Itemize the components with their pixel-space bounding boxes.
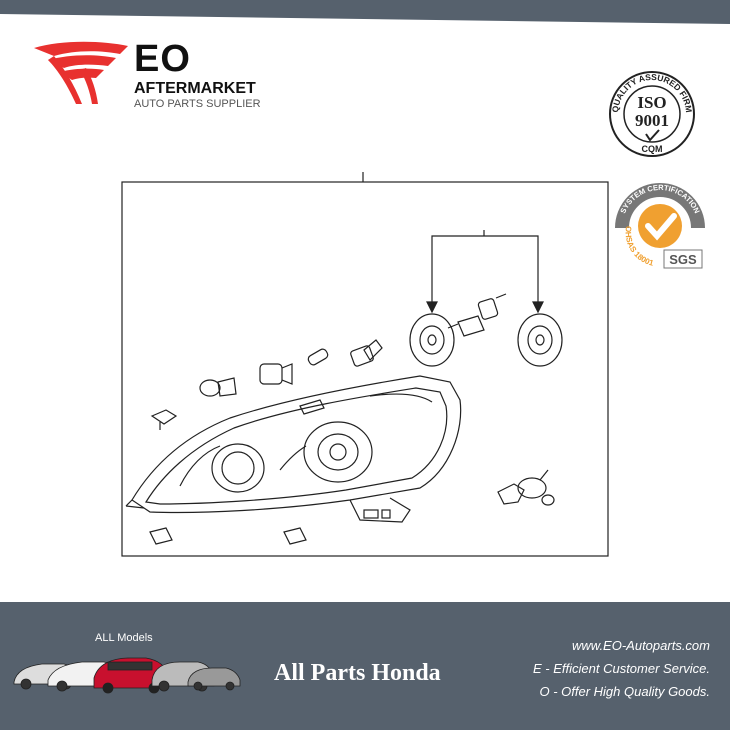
bulb-socket-icon — [259, 363, 293, 385]
slogan-o: O - Offer High Quality Goods. — [539, 684, 710, 699]
iso-standard: ISO — [637, 93, 666, 112]
car-lineup-icon[interactable] — [12, 648, 242, 694]
top-band — [0, 0, 730, 24]
headlight-parts-diagram — [121, 172, 609, 557]
brand-subtitle: AFTERMARKET — [134, 80, 256, 97]
iso-footer: CQM — [642, 144, 663, 154]
iso-9001-badge-icon: QUALITY ASSURED FIRM ISO 9001 CQM — [609, 71, 695, 157]
iso-number: 9001 — [635, 111, 669, 130]
wedge-bulb-icon — [307, 348, 329, 366]
dust-cover-right-icon — [517, 313, 563, 367]
brand-tagline: AUTO PARTS SUPPLIER — [134, 98, 261, 110]
diagram-frame — [121, 181, 609, 557]
amber-bulb-icon — [199, 377, 237, 397]
fog-bulb-icon — [497, 469, 555, 506]
arrow-left-icon — [426, 301, 438, 314]
brand-name: EO — [134, 38, 191, 80]
all-models-label[interactable]: ALL Models — [95, 632, 153, 644]
cover-bracket — [431, 235, 539, 310]
wing-logo-icon — [34, 41, 128, 104]
website-link[interactable]: www.EO-Autoparts.com — [572, 638, 710, 653]
brand-logo[interactable]: EO AFTERMARKET AUTO PARTS SUPPLIER — [30, 38, 270, 118]
footer-info: www.EO-Autoparts.com E - Efficient Custo… — [533, 634, 710, 703]
sgs-brand: SGS — [669, 252, 697, 267]
footer-banner: ALL Models All Parts Honda www.EO-Autopa… — [0, 602, 730, 730]
socket-bulb-icon — [350, 339, 383, 367]
slogan-e: E - Efficient Customer Service. — [533, 661, 710, 676]
headlight-bulb-icon — [447, 293, 507, 337]
dust-cover-left-icon — [409, 313, 455, 367]
headlight-housing-icon — [125, 375, 462, 523]
retainer-clip-left-icon — [149, 527, 173, 545]
sgs-ohsas-badge-icon: SYSTEM CERTIFICATION OHSAS 18001 SGS — [615, 183, 705, 269]
arrow-right-icon — [532, 301, 544, 314]
mounting-clip-icon — [150, 409, 178, 430]
retainer-clip-right-icon — [283, 527, 307, 545]
footer-title: All Parts Honda — [274, 660, 441, 686]
